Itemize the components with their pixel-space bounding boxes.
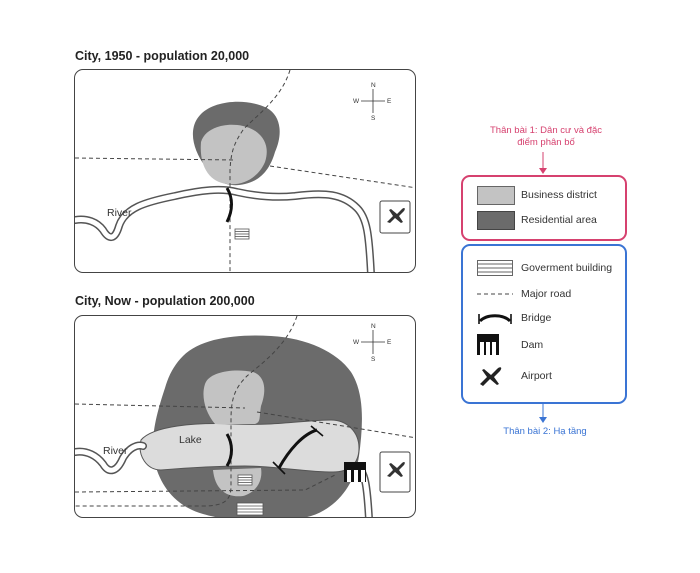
compass-e: E <box>387 98 392 105</box>
infrastructure-arrow-icon <box>539 403 547 423</box>
river-label: River <box>107 207 132 219</box>
dam <box>344 462 366 482</box>
legend-label-bridge: Bridge <box>521 312 552 324</box>
major-road-west <box>75 157 236 161</box>
dark-gray-swatch-icon <box>477 209 517 231</box>
major-road-east <box>269 165 415 189</box>
legend-population: Business district Residential area <box>461 175 627 241</box>
map-now: River Lake <box>74 315 416 518</box>
bridge-central <box>225 433 233 467</box>
compass-n: N <box>371 82 376 89</box>
legend-label-dam: Dam <box>521 339 544 351</box>
lake <box>139 419 360 473</box>
compass: N S E W <box>353 323 392 363</box>
legend-item-government: Goverment building <box>477 256 612 280</box>
major-road-south <box>75 473 338 493</box>
legend-label-airport: Airport <box>521 370 552 382</box>
river-label: River <box>103 445 128 457</box>
business-district <box>200 124 267 185</box>
compass-n: N <box>371 323 376 330</box>
map-now-drawing: River Lake <box>75 316 415 517</box>
compass-w: W <box>353 339 360 346</box>
compass-s: S <box>371 115 376 122</box>
infrastructure-annotation: Thân bài 2: Hạ tầng <box>503 426 587 437</box>
government-building <box>237 474 253 486</box>
legend-item-business: Business district <box>477 183 597 207</box>
legend-label-road: Major road <box>521 288 572 300</box>
government-building-new <box>236 502 264 516</box>
airport <box>379 451 411 493</box>
legend-item-residential: Residential area <box>477 208 597 232</box>
striped-building-icon <box>477 257 517 279</box>
population-arrow-icon <box>539 152 547 174</box>
compass: N S E W <box>353 82 392 122</box>
map-now-title: City, Now - population 200,000 <box>75 294 255 308</box>
legend-item-road: Major road <box>477 282 571 306</box>
legend-label-government: Goverment building <box>521 262 613 274</box>
lake-label: Lake <box>179 434 202 446</box>
dashed-line-icon <box>477 283 517 305</box>
business-district <box>203 370 265 424</box>
legend-infrastructure: Goverment building Major road Bridge Dam <box>461 244 627 404</box>
legend-label-residential: Residential area <box>521 214 597 226</box>
airport <box>379 200 411 234</box>
major-road-west <box>75 403 246 409</box>
bridge <box>225 187 233 223</box>
legend-item-airport: Airport <box>477 364 552 388</box>
legend-item-dam: Dam <box>477 333 543 357</box>
legend-label-business: Business district <box>521 189 597 201</box>
compass-s: S <box>371 356 376 363</box>
airplane-icon <box>477 365 517 387</box>
major-road-north <box>229 70 291 272</box>
map-1950: River N S E W <box>74 69 416 273</box>
map-1950-drawing: River N S E W <box>75 70 415 272</box>
dam-icon <box>477 334 517 356</box>
major-road-east <box>256 411 415 439</box>
light-gray-swatch-icon <box>477 184 517 206</box>
major-road-north <box>75 316 298 507</box>
government-building <box>234 228 250 240</box>
bridge-east <box>272 425 324 475</box>
compass-e: E <box>387 339 392 346</box>
population-annotation: Thân bài 1: Dân cư và đặc điểm phân bố <box>490 125 602 148</box>
bridge-icon <box>477 307 517 329</box>
compass-w: W <box>353 98 360 105</box>
map-1950-title: City, 1950 - population 20,000 <box>75 49 250 63</box>
legend-item-bridge: Bridge <box>477 306 551 330</box>
